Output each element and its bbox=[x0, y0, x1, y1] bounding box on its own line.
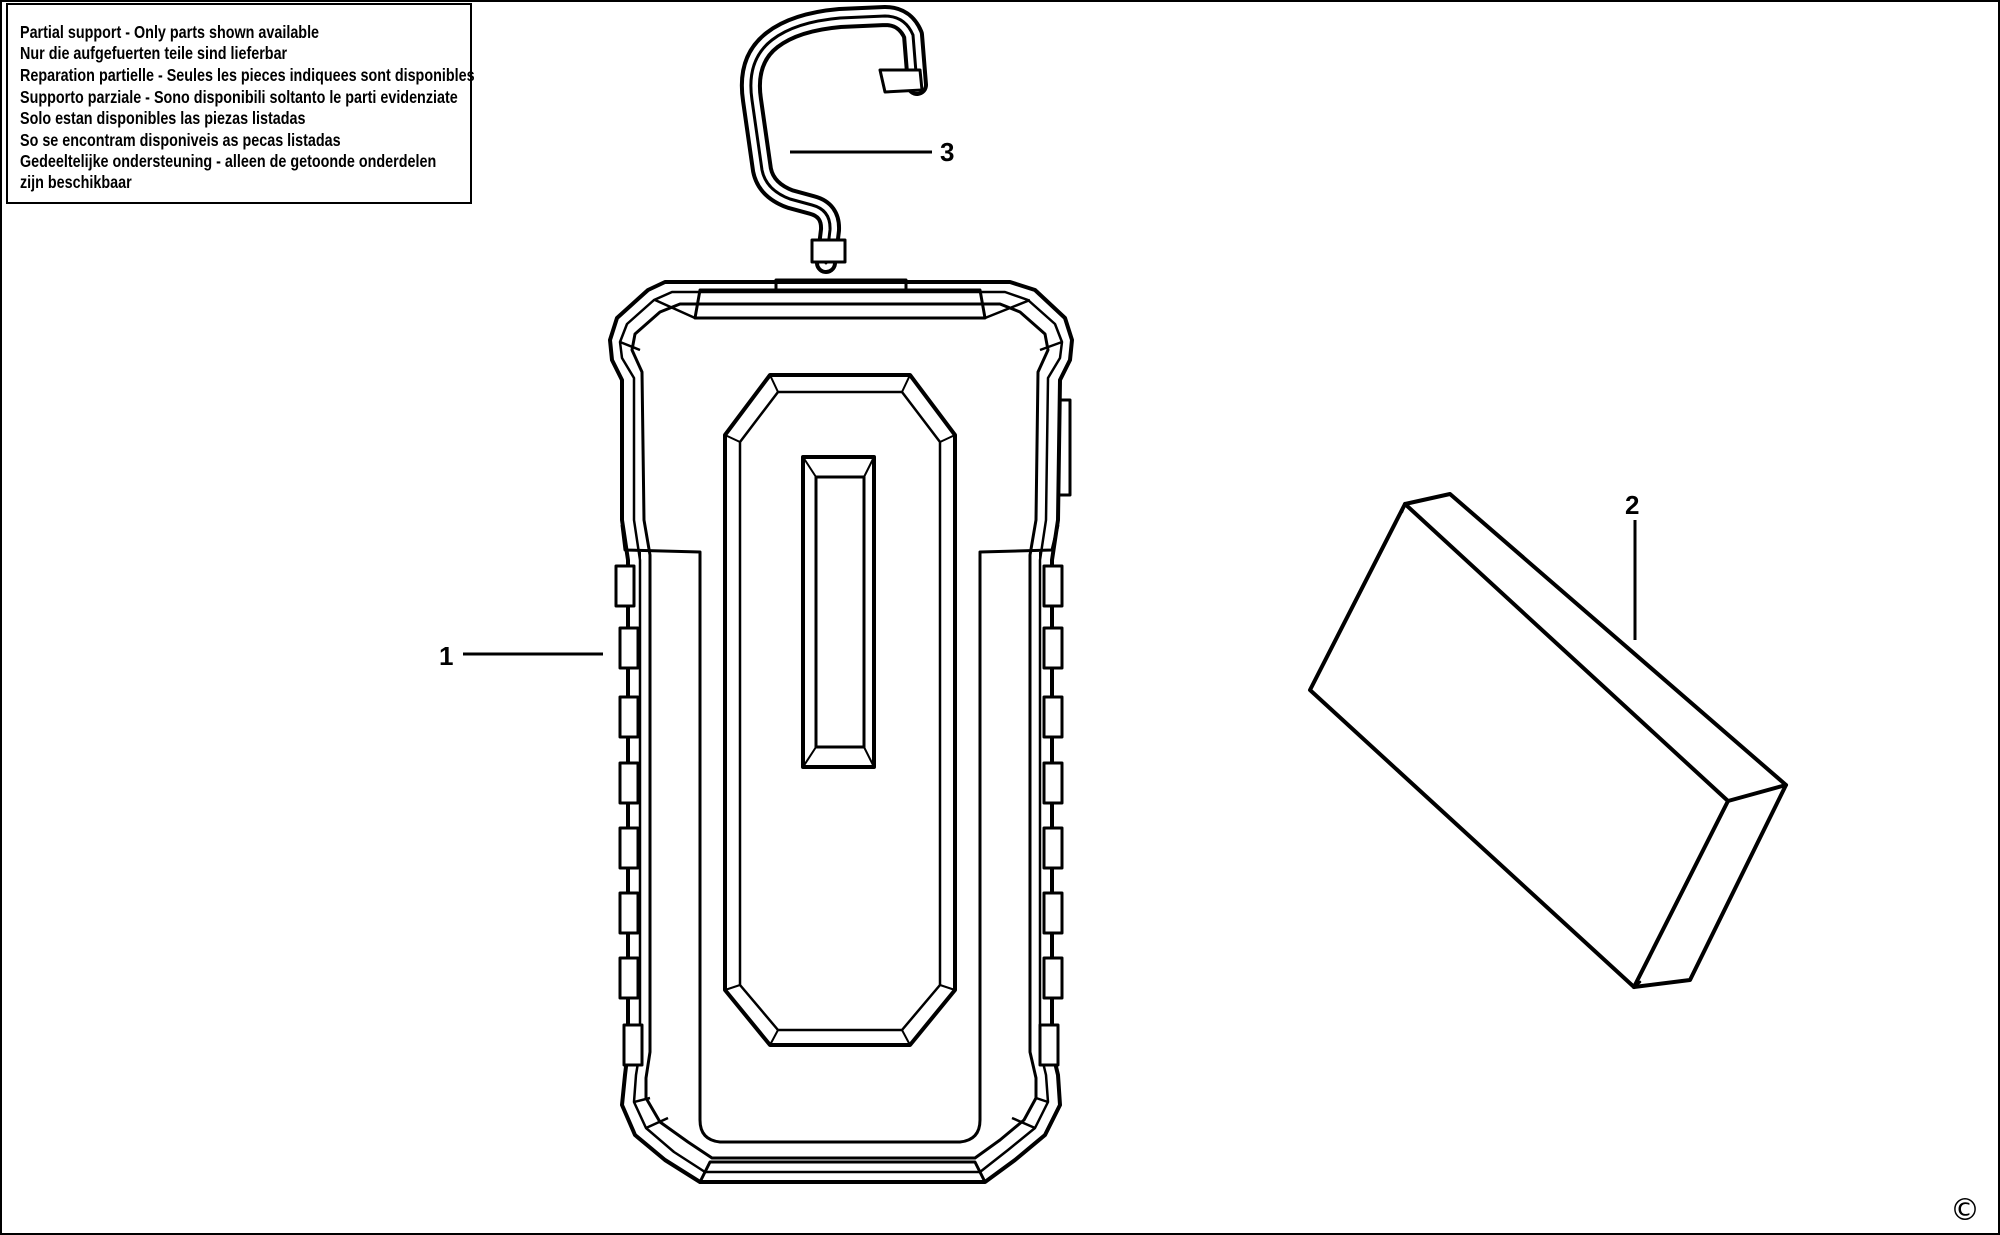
hook-part-3 bbox=[739, 5, 928, 292]
light-body-part-1 bbox=[608, 280, 1074, 1184]
partial-support-notice: Partial support - Only parts shown avail… bbox=[6, 3, 475, 204]
notice-line-4: Supporto parziale - Sono disponibili sol… bbox=[20, 87, 458, 107]
battery-part-2 bbox=[1308, 492, 1788, 989]
notice-line-1: Partial support - Only parts shown avail… bbox=[20, 22, 320, 42]
copyright-symbol: © bbox=[1950, 1193, 1980, 1228]
notice-line-8: zijn beschikbaar bbox=[20, 172, 132, 192]
notice-line-6: So se encontram disponiveis as pecas lis… bbox=[20, 130, 341, 150]
callout-1: 1 bbox=[439, 641, 454, 671]
notice-line-5: Solo estan disponibles las piezas listad… bbox=[20, 108, 306, 128]
leader-lines bbox=[463, 150, 1637, 656]
notice-line-7: Gedeeltelijke ondersteuning - alleen de … bbox=[20, 151, 437, 171]
notice-line-2: Nur die aufgefuerten teile sind lieferba… bbox=[20, 43, 288, 63]
callout-2: 2 bbox=[1625, 490, 1640, 520]
callout-3: 3 bbox=[940, 137, 955, 167]
notice-line-3: Reparation partielle - Seules les pieces… bbox=[20, 65, 475, 85]
